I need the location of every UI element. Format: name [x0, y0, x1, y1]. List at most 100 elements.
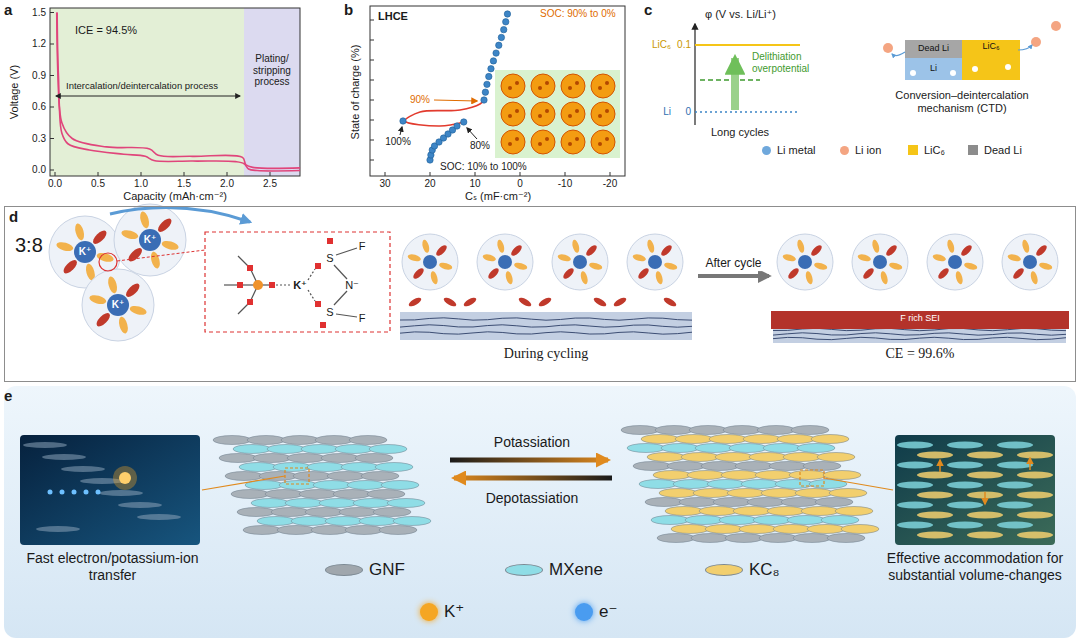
solvent-molecule: [161, 239, 180, 251]
zoom-leader: [824, 478, 893, 490]
particle: [531, 130, 555, 154]
figure-label: Cₛ (mF·cm⁻²): [465, 190, 531, 203]
nanoflake: [691, 534, 729, 543]
level-line: [700, 79, 760, 80]
panel: b: [340, 0, 638, 204]
anion: [462, 296, 477, 308]
solvent-molecule: [660, 244, 674, 258]
k-ion: [139, 229, 161, 251]
solvent-molecule: [796, 239, 805, 254]
flake-streak: [118, 502, 162, 508]
data-point: [461, 119, 467, 125]
nanoflake: [815, 498, 853, 507]
figure-label: Plating/ stripping process: [245, 53, 299, 88]
nanoflake: [733, 507, 771, 516]
legend-label: Li metal: [777, 144, 816, 157]
nanoflake: [355, 454, 393, 463]
figure-label: Li: [663, 106, 671, 118]
nanoflake: [231, 490, 269, 499]
illustration-pane: During cycling: [396, 216, 696, 363]
nanoflake: [777, 435, 815, 444]
solvent-molecule: [857, 253, 872, 262]
solvent-molecule: [804, 270, 813, 285]
nanoflake: [239, 463, 277, 472]
particle-dot: [538, 114, 542, 118]
solvent-molecule: [585, 244, 599, 258]
solvation-shell: [852, 234, 908, 290]
particle: [561, 74, 585, 98]
particle-dot: [538, 142, 542, 146]
o-atom: [247, 265, 253, 271]
nanoflake: [641, 435, 679, 444]
release-arrow: [1018, 45, 1032, 50]
figure-label: ICE = 94.5%: [75, 24, 137, 37]
axis-tick: [370, 20, 374, 21]
nanoflake: [735, 462, 773, 471]
block-label: Dead Li: [918, 44, 949, 54]
flake-streak: [137, 514, 181, 520]
nanoflake: [277, 526, 315, 535]
o-atom: [269, 282, 275, 288]
anion: [517, 296, 532, 308]
solvent-molecule: [646, 239, 655, 254]
li-ion: [1051, 21, 1061, 31]
solvent-molecule: [1029, 270, 1038, 285]
leader-line: [117, 250, 205, 261]
plot-frame: [50, 8, 300, 176]
figure-label: 1.0: [134, 178, 148, 190]
nanoflake: [701, 462, 739, 471]
intercalation-region: [50, 8, 244, 176]
solvent-molecule: [438, 261, 453, 270]
nanoflake: [807, 525, 845, 534]
solvent-molecule: [654, 270, 663, 285]
solvent-molecule: [139, 210, 151, 229]
voltage-curve: [57, 13, 300, 169]
particle-dot: [545, 137, 549, 141]
vacancy-dot: [1005, 64, 1011, 70]
axis-tick: [50, 75, 54, 76]
potential-axis: [694, 24, 695, 125]
figure-label: 30: [379, 178, 390, 190]
flake-layer: [997, 442, 1033, 449]
particle: [591, 130, 615, 154]
dead-li-block: [905, 40, 962, 58]
solvent-molecule: [129, 304, 148, 316]
ion-glow: [113, 466, 137, 490]
figure-label: 0.0: [48, 178, 62, 190]
nanoflake: [369, 445, 407, 454]
k-ion: [873, 255, 887, 269]
flake-layer: [897, 462, 933, 469]
data-point: [490, 58, 496, 64]
particle-dot: [538, 86, 542, 90]
flake-layer: [997, 522, 1033, 529]
particle-dot: [568, 142, 572, 146]
legend-swatch: [840, 146, 849, 155]
solvation-shell: [402, 234, 458, 290]
nanoflake: [345, 526, 383, 535]
figure-label: 2.5: [263, 178, 277, 190]
o-atom: [247, 299, 253, 305]
nanoflake: [313, 481, 351, 490]
nanoflake: [695, 444, 733, 453]
nanoflake: [359, 517, 397, 526]
flake-layer: [947, 442, 983, 449]
flake-layer: [1017, 452, 1053, 459]
nanoflake: [387, 499, 425, 508]
figure-label: F: [359, 240, 366, 253]
figure-label: 90%: [410, 94, 430, 106]
nanoflake: [667, 462, 705, 471]
figure-label: 0.1: [677, 39, 691, 51]
nanoflake: [301, 445, 339, 454]
flake-layer: [967, 452, 1003, 459]
nanoflake: [687, 471, 725, 480]
figure-label: LiC₆: [652, 39, 671, 51]
nanoflake: [759, 534, 797, 543]
figure-label: 1.5: [32, 7, 46, 19]
particle: [591, 74, 615, 98]
legend-swatch: [420, 603, 438, 621]
nanoflake: [375, 463, 413, 472]
figure-label: Delithiation overpotential: [752, 51, 830, 74]
solvent-molecule: [937, 267, 951, 281]
panel-letter: a: [4, 1, 334, 19]
solvent-molecule: [1038, 261, 1053, 270]
